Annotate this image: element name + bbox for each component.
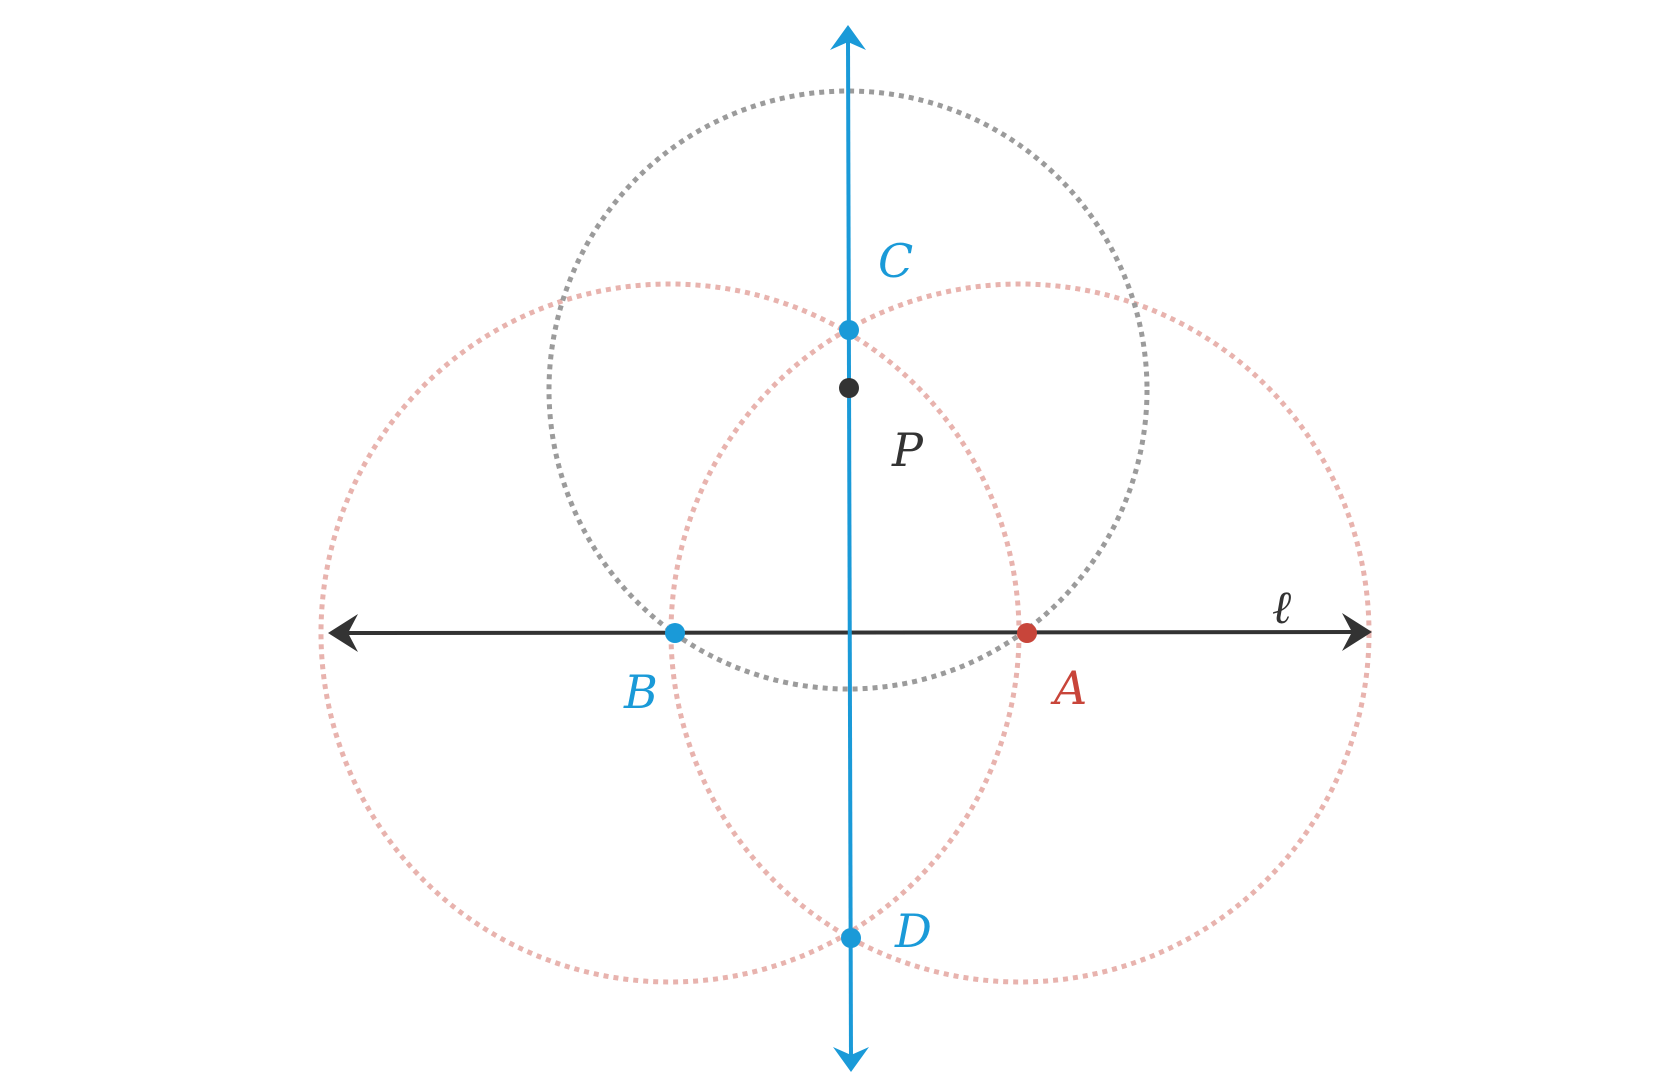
perpendicular-top-arrowhead (830, 25, 866, 50)
perpendicular-line (830, 25, 869, 1072)
circle-centered-p (546, 88, 1150, 692)
label-p: P (891, 423, 924, 477)
label-c: C (878, 234, 913, 288)
line-l-right-arrowhead (1342, 613, 1372, 651)
point-b (665, 623, 685, 643)
label-b: B (623, 665, 658, 719)
line-l-left-arrowhead (328, 614, 358, 652)
point-c (839, 320, 859, 340)
point-d (841, 928, 861, 948)
label-d: D (894, 904, 932, 958)
label-line-l: ℓ (1272, 580, 1292, 634)
label-a: A (1050, 661, 1087, 715)
point-a (1017, 623, 1037, 643)
perpendicular-bottom-arrowhead (833, 1047, 869, 1072)
point-p (839, 378, 859, 398)
